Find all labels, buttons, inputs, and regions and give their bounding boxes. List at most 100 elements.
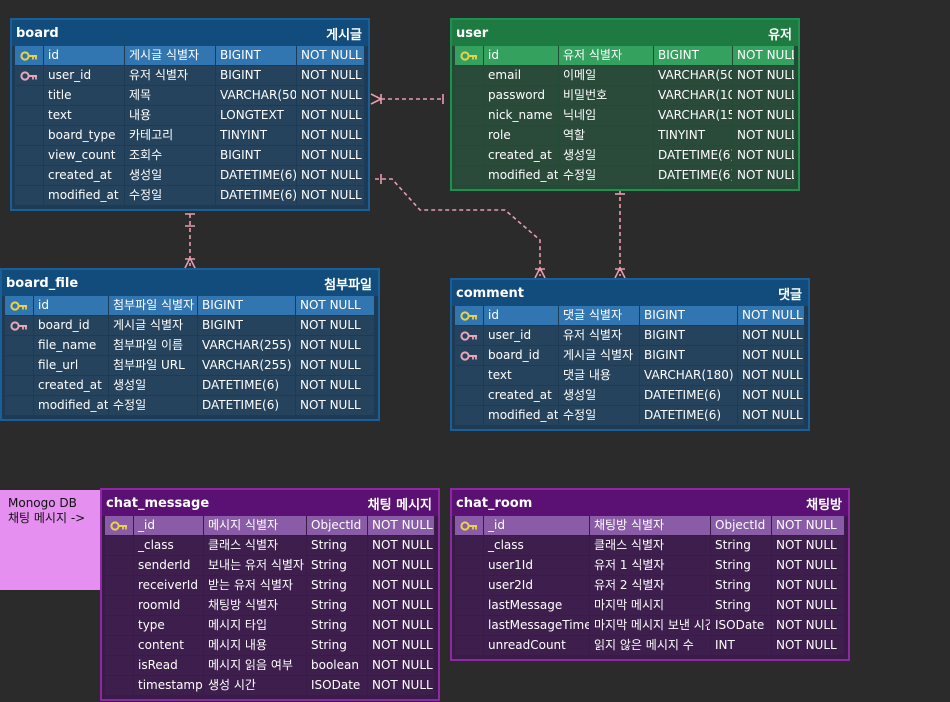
column-type: BIGINT <box>216 146 296 165</box>
table-name: chat_message <box>106 495 210 511</box>
column-name: board_id <box>34 316 108 335</box>
column-type: DATETIME(6) <box>216 166 296 185</box>
column-nullability: NOT NULL <box>297 106 364 125</box>
table-name: board <box>16 25 59 41</box>
key-cell <box>5 396 33 415</box>
key-cell <box>105 596 133 615</box>
table-label: 채팅방 <box>806 497 842 513</box>
column-type: DATETIME(6) <box>654 146 732 165</box>
column-type: BIGINT <box>640 326 737 345</box>
column-name: user2Id <box>484 576 589 595</box>
key-cell <box>105 656 133 675</box>
column-type: ISODate <box>307 676 367 695</box>
crowfoot-marker <box>614 266 626 279</box>
table-header: user 유저 <box>452 20 798 46</box>
column-description: 유저 식별자 <box>559 326 639 345</box>
column-name: unreadCount <box>484 636 589 655</box>
column-description: 생성일 <box>125 166 215 185</box>
column-name: board_id <box>484 346 558 365</box>
key-cell <box>15 126 43 145</box>
column-name: text <box>484 366 558 385</box>
column-name: email <box>484 66 558 85</box>
foreign-key-icon <box>5 316 33 335</box>
column-type: INT <box>711 636 771 655</box>
note-line-2: 채팅 메시지 -> <box>8 511 86 525</box>
column-nullability: NOT NULL <box>733 86 794 105</box>
column-description: 클래스 식별자 <box>204 536 306 555</box>
column-nullability: NOT NULL <box>733 146 794 165</box>
key-cell <box>455 616 483 635</box>
column-type: BIGINT <box>654 46 732 65</box>
column-name: modified_at <box>484 166 558 185</box>
key-cell <box>455 66 483 85</box>
column-nullability: NOT NULL <box>296 336 374 355</box>
column-description: 생성일 <box>559 386 639 405</box>
primary-key-icon <box>455 46 483 65</box>
column-nullability: NOT NULL <box>772 596 844 615</box>
column-description: 수정일 <box>559 406 639 425</box>
column-nullability: NOT NULL <box>738 366 804 385</box>
column-name: title <box>44 86 124 105</box>
column-name: created_at <box>484 146 558 165</box>
column-type: String <box>711 536 771 555</box>
column-type: ObjectId <box>711 516 771 535</box>
column-type: BIGINT <box>198 296 295 315</box>
column-type: TINYINT <box>654 126 732 145</box>
column-nullability: NOT NULL <box>368 616 434 635</box>
column-nullability: NOT NULL <box>733 46 794 65</box>
column-nullability: NOT NULL <box>297 66 364 85</box>
column-type: String <box>711 596 771 615</box>
column-name: modified_at <box>34 396 108 415</box>
column-nullability: NOT NULL <box>772 516 844 535</box>
column-type: String <box>307 536 367 555</box>
column-nullability: NOT NULL <box>733 106 794 125</box>
column-description: 게시글 식별자 <box>109 316 197 335</box>
column-type: String <box>307 596 367 615</box>
column-name: user1Id <box>484 556 589 575</box>
column-description: 조회수 <box>125 146 215 165</box>
column-name: timestamp <box>134 676 203 695</box>
column-name: _id <box>484 516 589 535</box>
column-type: LONGTEXT <box>216 106 296 125</box>
column-description: 비밀번호 <box>559 86 653 105</box>
column-nullability: NOT NULL <box>772 536 844 555</box>
key-cell <box>105 576 133 595</box>
table-label: 첨부파일 <box>324 277 372 293</box>
column-description: 생성일 <box>559 146 653 165</box>
column-type: VARCHAR(15) <box>654 106 732 125</box>
table-label: 채팅 메시지 <box>367 497 432 513</box>
crowfoot-marker <box>534 266 546 279</box>
column-nullability: NOT NULL <box>368 556 434 575</box>
relation-board-comment <box>375 178 541 276</box>
column-description: 유저 1 식별자 <box>590 556 710 575</box>
key-cell <box>15 186 43 205</box>
column-nullability: NOT NULL <box>772 616 844 635</box>
